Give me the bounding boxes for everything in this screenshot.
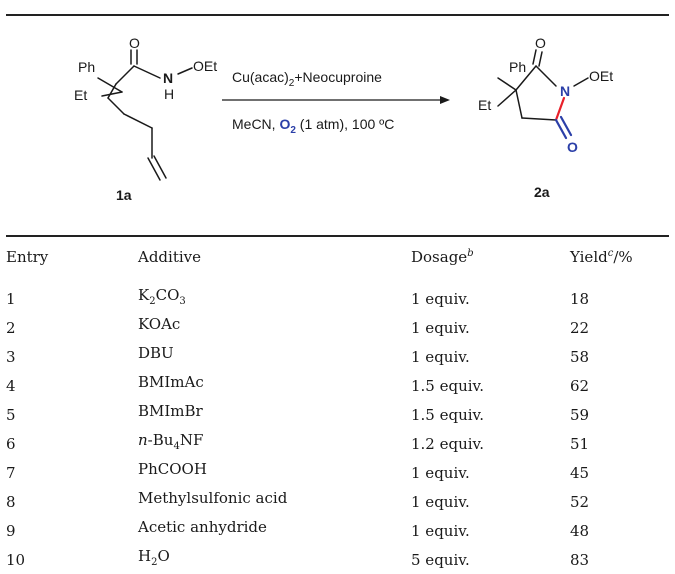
- cell-additive: KOAc: [138, 315, 181, 333]
- header-yield: Yieldc/%: [570, 248, 633, 266]
- cell-dosage: 5 equiv.: [411, 550, 470, 569]
- reactant-et-label: Et: [74, 87, 87, 103]
- reaction-arrow: [222, 96, 450, 104]
- cell-dosage: 1 equiv.: [411, 289, 470, 308]
- product-o-bottom-label: O: [567, 139, 578, 155]
- cell-entry: 10: [6, 550, 26, 569]
- cell-additive: Methylsulfonic acid: [138, 489, 288, 507]
- cell-yield: 18: [570, 289, 590, 308]
- cell-entry: 1: [6, 289, 16, 308]
- cell-additive: BMImBr: [138, 402, 203, 420]
- cell-additive: BMImAc: [138, 373, 204, 391]
- product-et-label: Et: [478, 97, 491, 113]
- cell-entry: 7: [6, 463, 16, 482]
- cell-dosage: 1.5 equiv.: [411, 405, 485, 424]
- product-compound-label: 2a: [534, 184, 550, 200]
- reaction-scheme: Ph Et O N H OEt 1a Cu(acac)2+Neocuproine…: [74, 35, 613, 203]
- header-entry: Entry: [6, 248, 49, 266]
- cell-yield: 62: [570, 376, 590, 395]
- cell-additive: Acetic anhydride: [138, 518, 267, 536]
- product-oet-label: OEt: [589, 68, 613, 84]
- cell-dosage: 1 equiv.: [411, 463, 470, 482]
- cell-entry: 9: [6, 521, 16, 540]
- table-row: 8 Methylsulfonic acid 1 equiv. 52: [6, 487, 669, 516]
- table-row: 5 BMImBr 1.5 equiv. 59: [6, 400, 669, 429]
- product-ph-label: Ph: [509, 59, 526, 75]
- additive-screening-table: Entry Additive Dosageb Yieldc/% 1 K2CO3 1 …: [6, 240, 669, 574]
- product-new-bonds: [554, 96, 573, 140]
- cell-entry: 4: [6, 376, 16, 395]
- table-row: 4 BMImAc 1.5 equiv. 62: [6, 371, 669, 400]
- cell-dosage: 1 equiv.: [411, 318, 470, 337]
- cell-entry: 2: [6, 318, 16, 337]
- table-row: 9 Acetic anhydride 1 equiv. 48: [6, 516, 669, 545]
- table-top-rule: [6, 235, 669, 237]
- reactant-ph-label: Ph: [78, 59, 95, 75]
- cell-entry: 6: [6, 434, 16, 453]
- reaction-reagent-text: Cu(acac)2+Neocuproine: [232, 69, 382, 89]
- reactant-structure: [97, 49, 193, 181]
- table-row: 6 n-Bu4NF 1.2 equiv. 51: [6, 429, 669, 458]
- cell-additive: n-Bu4NF: [138, 431, 204, 452]
- cell-yield: 48: [570, 521, 590, 540]
- table-row: 3 DBU 1 equiv. 58: [6, 342, 669, 371]
- cell-yield: 58: [570, 347, 590, 366]
- cell-entry: 5: [6, 405, 16, 424]
- reactant-h-label: H: [164, 86, 174, 102]
- cell-dosage: 1.5 equiv.: [411, 376, 485, 395]
- top-rule: [6, 14, 669, 16]
- cell-yield: 51: [570, 434, 590, 453]
- reactant-compound-label: 1a: [116, 187, 132, 203]
- cell-yield: 83: [570, 550, 590, 569]
- cell-yield: 52: [570, 492, 590, 511]
- table-header-row: Entry Additive Dosageb Yieldc/%: [6, 240, 669, 274]
- cell-yield: 45: [570, 463, 590, 482]
- reactant-n-label: N: [163, 70, 173, 86]
- table-row: 2 KOAc 1 equiv. 22: [6, 313, 669, 342]
- cell-additive: PhCOOH: [138, 460, 207, 478]
- cell-additive: DBU: [138, 344, 174, 362]
- table-row: 1 K2CO3 1 equiv. 18: [6, 284, 669, 313]
- header-additive: Additive: [138, 248, 202, 266]
- cell-dosage: 1 equiv.: [411, 521, 470, 540]
- cell-dosage: 1 equiv.: [411, 492, 470, 511]
- cell-entry: 8: [6, 492, 16, 511]
- product-structure: [497, 49, 589, 121]
- table-row: 10 H2O 5 equiv. 83: [6, 545, 669, 574]
- cell-yield: 59: [570, 405, 590, 424]
- reactant-o-label: O: [129, 35, 140, 51]
- cell-dosage: 1.2 equiv.: [411, 434, 485, 453]
- cell-additive: K2CO3: [138, 286, 186, 307]
- reactant-oet-label: OEt: [193, 58, 217, 74]
- cell-entry: 3: [6, 347, 16, 366]
- table-row: 7 PhCOOH 1 equiv. 45: [6, 458, 669, 487]
- cell-additive: H2O: [138, 547, 170, 568]
- reaction-conditions-text: MeCN, O2 (1 atm), 100 ºC: [232, 116, 394, 136]
- header-dosage: Dosageb: [411, 248, 474, 266]
- product-o-top-label: O: [535, 35, 546, 51]
- cell-dosage: 1 equiv.: [411, 347, 470, 366]
- product-n-label: N: [560, 83, 570, 99]
- cell-yield: 22: [570, 318, 590, 337]
